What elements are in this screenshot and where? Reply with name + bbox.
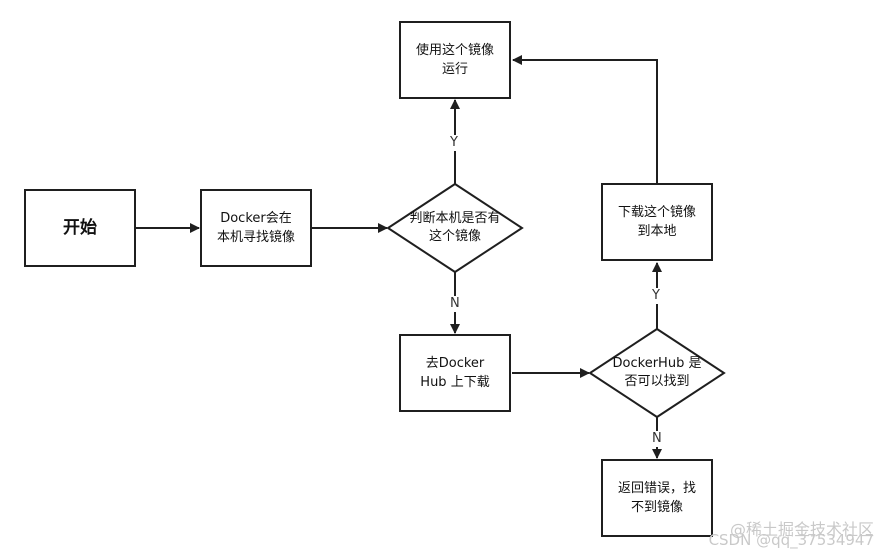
start-node-label: 开始 [63, 217, 97, 238]
local-check-node: 判断本机是否有 这个镜像 [396, 206, 514, 250]
return-error-node: 返回错误，找 不到镜像 [601, 459, 713, 537]
edge-download-to-run [512, 55, 658, 183]
watermark-juejin: @稀土掘金技术社区 [729, 520, 874, 539]
run-image-node: 使用这个镜像 运行 [399, 21, 511, 99]
local-no-label: N [448, 296, 462, 312]
docker-search-node-label: Docker会在 本机寻找镜像 [216, 211, 295, 245]
docker-search-node: Docker会在 本机寻找镜像 [200, 189, 312, 267]
hub-check-node-label: DockerHub 是 否可以找到 [612, 356, 702, 389]
hub-check-node: DockerHub 是 否可以找到 [598, 351, 716, 395]
return-error-node-label: 返回错误，找 不到镜像 [617, 481, 696, 515]
hub-yes-label: Y [650, 288, 662, 304]
hub-no-label: N [650, 431, 664, 447]
download-local-node: 下载这个镜像 到本地 [601, 183, 713, 261]
local-yes-label: Y [448, 135, 460, 151]
local-check-node-label: 判断本机是否有 这个镜像 [409, 211, 501, 244]
run-image-node-label: 使用这个镜像 运行 [415, 43, 494, 77]
hub-download-node-label: 去Docker Hub 上下载 [420, 356, 490, 390]
watermark-csdn: CSDN @qq_37534947 [708, 531, 874, 549]
download-local-node-label: 下载这个镜像 到本地 [617, 205, 696, 239]
hub-download-node: 去Docker Hub 上下载 [399, 334, 511, 412]
start-node: 开始 [24, 189, 136, 267]
